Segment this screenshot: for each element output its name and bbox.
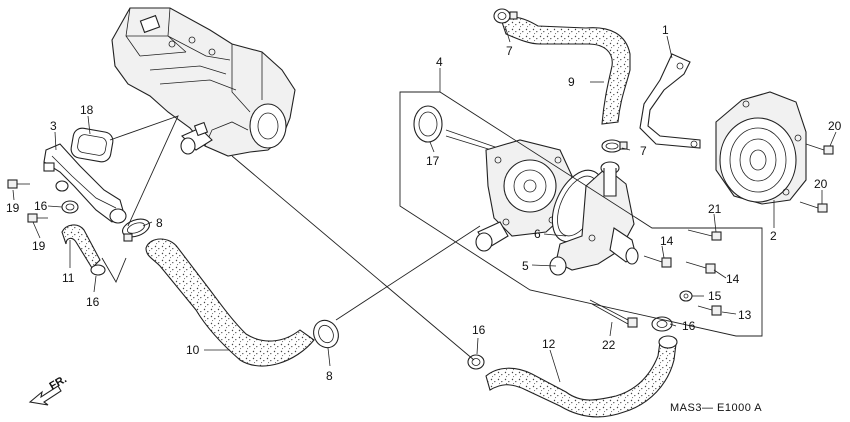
bracket-1 xyxy=(639,53,701,149)
bolt-14-upper xyxy=(643,255,672,268)
drawing-code: MAS3— E1000 A xyxy=(670,402,762,414)
assembly-guide-line-d xyxy=(101,257,127,284)
assembly-guide-line-c xyxy=(109,115,179,227)
callout-labels: 1 2 3 4 5 6 7 7 8 8 9 10 11 12 13 14 14 … xyxy=(6,23,842,383)
callout-3: 3 xyxy=(50,119,57,133)
washer-15 xyxy=(679,290,693,302)
callout-4: 4 xyxy=(436,55,443,69)
callout-7-top: 7 xyxy=(506,44,513,58)
callout-20-upper: 20 xyxy=(828,119,842,133)
callout-16-left: 16 xyxy=(34,199,48,213)
bolt-21 xyxy=(687,229,722,241)
callout-11: 11 xyxy=(62,271,75,285)
hose-12-end xyxy=(658,335,678,349)
assembly-guide-line-b xyxy=(335,225,481,321)
callout-9: 9 xyxy=(568,75,575,89)
pipe-3 xyxy=(43,143,127,224)
engine-block xyxy=(111,7,296,157)
callout-5: 5 xyxy=(522,259,529,273)
front-direction-label: FR. xyxy=(48,373,69,392)
callout-15: 15 xyxy=(708,289,722,303)
callout-18: 18 xyxy=(80,103,94,117)
callout-8-lower: 8 xyxy=(326,369,333,383)
hose-9 xyxy=(501,16,631,125)
callout-2: 2 xyxy=(770,229,777,243)
callout-1: 1 xyxy=(662,23,669,37)
callout-17: 17 xyxy=(426,154,440,168)
callout-14-upper: 14 xyxy=(660,234,674,248)
hose-10 xyxy=(145,238,315,367)
gasket-18 xyxy=(70,127,114,163)
hose-12 xyxy=(485,341,677,418)
cover-2 xyxy=(715,91,807,205)
callout-6: 6 xyxy=(534,227,541,241)
front-arrow-icon xyxy=(28,385,62,406)
clamp-7-mid xyxy=(601,139,628,153)
water-pump-body xyxy=(445,129,573,252)
leader-lines xyxy=(12,25,837,383)
callout-19-lower: 19 xyxy=(32,239,46,253)
bolt-20-upper xyxy=(805,143,834,155)
callout-20-lower: 20 xyxy=(814,177,828,191)
clamp-16-left xyxy=(61,200,79,214)
bolt-20-lower xyxy=(799,201,828,213)
assembly-4-outline xyxy=(399,91,763,337)
callout-14-lower: 14 xyxy=(726,272,740,286)
callout-22: 22 xyxy=(602,338,616,352)
bolt-22 xyxy=(589,299,638,328)
clamp-16-lower xyxy=(90,264,106,276)
clamp-8-lower xyxy=(313,319,339,349)
callout-7-mid: 7 xyxy=(640,144,647,158)
callout-13: 13 xyxy=(738,308,752,322)
bolt-19-lower xyxy=(27,213,48,223)
callout-21: 21 xyxy=(708,202,722,216)
assembly-guide-line xyxy=(231,155,475,361)
front-direction-indicator: FR. xyxy=(28,373,69,406)
callout-16-right: 16 xyxy=(682,319,696,333)
clamp-7-top xyxy=(493,8,518,24)
callout-8-upper: 8 xyxy=(156,216,163,230)
callout-10: 10 xyxy=(186,343,200,357)
hose-11 xyxy=(61,224,101,269)
callout-19-upper: 19 xyxy=(6,201,20,215)
bolt-13 xyxy=(697,305,722,316)
gasket-17 xyxy=(413,105,443,143)
callout-16-lower: 16 xyxy=(86,295,100,309)
callout-12: 12 xyxy=(542,337,556,351)
pump-cover-5 xyxy=(549,161,639,276)
bolt-14-lower xyxy=(685,261,716,274)
callout-16-center: 16 xyxy=(472,323,486,337)
bolt-19-upper xyxy=(7,179,30,189)
